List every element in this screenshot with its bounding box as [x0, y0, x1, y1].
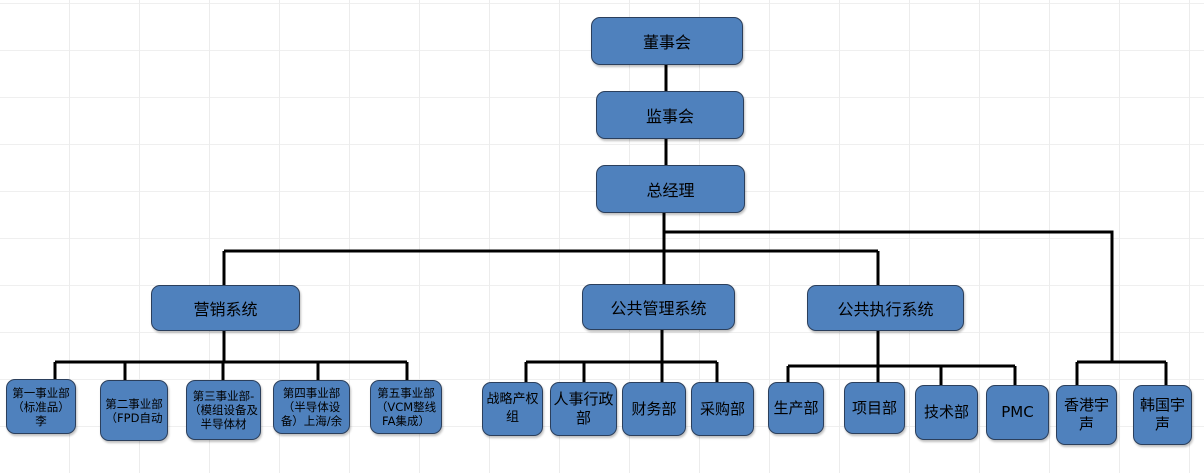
admin-unit-hr[interactable]: 人事行政部 — [550, 382, 617, 436]
admin-unit-strategy[interactable]: 战略产权组 — [482, 382, 543, 436]
admin-system-box[interactable]: 公共管理系统 — [582, 284, 735, 330]
exec-unit-production[interactable]: 生产部 — [768, 382, 824, 434]
exec-system-box[interactable]: 公共执行系统 — [807, 285, 964, 331]
admin-unit-purchasing[interactable]: 采购部 — [691, 382, 754, 436]
exec-unit-project[interactable]: 项目部 — [844, 382, 905, 434]
general-manager-box[interactable]: 总经理 — [596, 165, 745, 213]
subsidiary-korea[interactable]: 韩国宇声 — [1133, 385, 1192, 445]
board-box[interactable]: 董事会 — [591, 17, 743, 65]
sales-unit-3[interactable]: 第三事业部-（模组设备及半导体材 — [186, 380, 261, 440]
exec-unit-tech[interactable]: 技术部 — [915, 385, 978, 440]
subsidiary-hongkong[interactable]: 香港宇声 — [1056, 385, 1117, 445]
sales-unit-4[interactable]: 第四事业部（半导体设备）上海/余 — [273, 380, 350, 434]
supervisors-box[interactable]: 监事会 — [596, 91, 744, 139]
sales-unit-5[interactable]: 第五事业部（VCM整线FA集成） — [370, 380, 442, 434]
sales-unit-1[interactable]: 第一事业部（标准品）李 — [6, 379, 76, 434]
exec-unit-pmc[interactable]: PMC — [986, 385, 1049, 440]
sales-unit-2[interactable]: 第二事业部（FPD自动 — [100, 380, 168, 441]
sales-system-box[interactable]: 营销系统 — [151, 285, 300, 331]
admin-unit-finance[interactable]: 财务部 — [622, 382, 686, 436]
